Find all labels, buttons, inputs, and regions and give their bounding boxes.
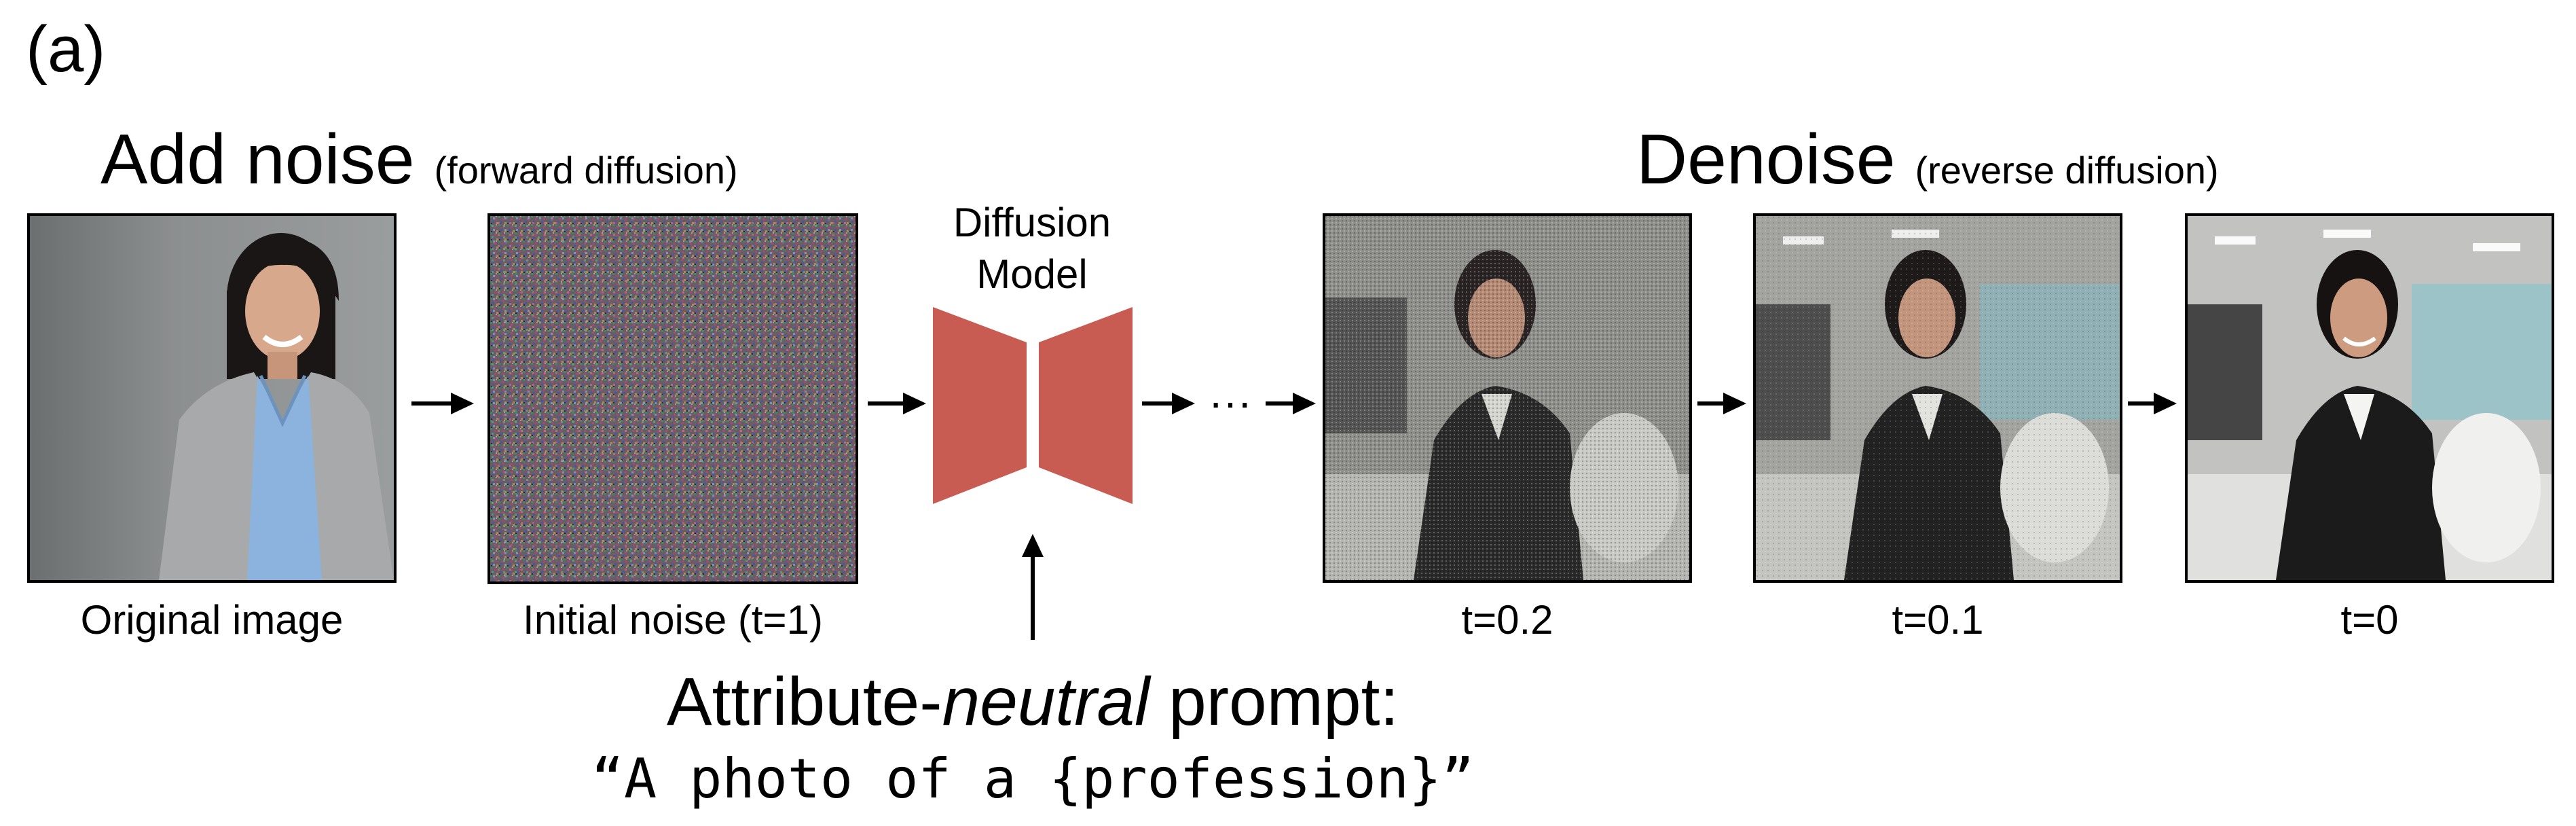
prompt-suffix: prompt: <box>1149 664 1399 740</box>
arrow-t02-to-t01 <box>1697 393 1746 414</box>
arrow-prompt-to-model <box>1022 534 1044 640</box>
arrow-t01-to-t0 <box>2128 393 2177 414</box>
ellipsis-text: ··· <box>1209 378 1252 427</box>
diffusion-model-shape <box>933 307 1133 504</box>
arrow-noise-to-model <box>868 393 926 414</box>
arrow-ellipsis-to-t02 <box>1266 393 1316 414</box>
prompt-prefix: Attribute- <box>667 664 942 740</box>
prompt-heading: Attribute-neutral prompt: <box>611 663 1454 741</box>
arrow-model-to-ellipsis <box>1142 393 1195 414</box>
prompt-emphasis: neutral <box>942 664 1150 740</box>
arrow-original-to-noise <box>411 393 474 414</box>
prompt-text: “A photo of a {profession}” <box>475 747 1590 810</box>
